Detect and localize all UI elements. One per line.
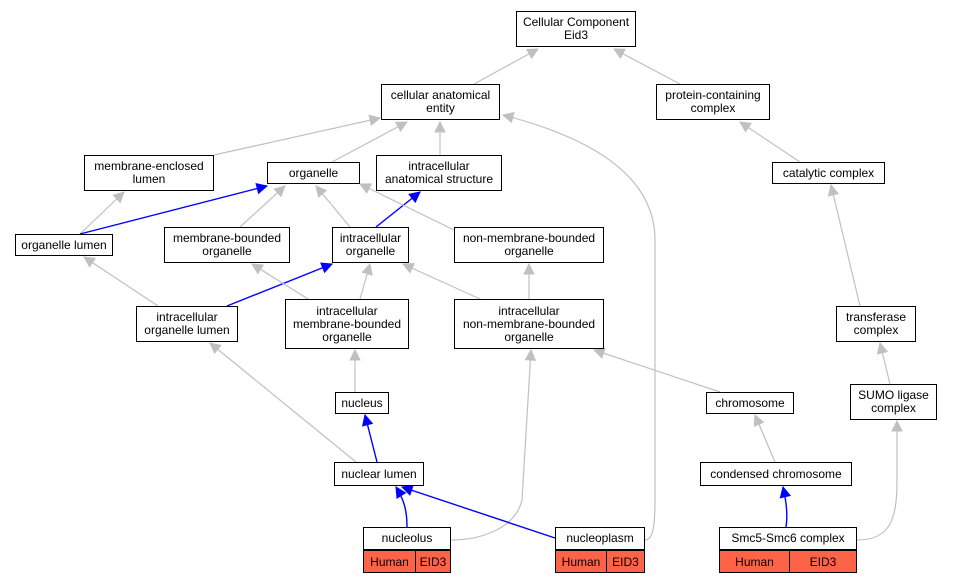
edge-intracellular-organelle-lumen-to-organelle-lumen xyxy=(83,256,159,307)
edge-chromosome-to-intracellular-non-membrane-bounded-organelle xyxy=(592,347,721,393)
edge-condensed-chromosome-to-chromosome xyxy=(753,413,776,463)
edge-organelle-to-cellular-anatomical-entity xyxy=(331,121,408,163)
edge-cellular-anatomical-entity-to-root xyxy=(473,48,539,85)
node-nucleus[interactable]: nucleus xyxy=(335,392,389,414)
node-catalytic-complex[interactable]: catalytic complex xyxy=(772,162,885,184)
edge-organelle-lumen-to-organelle xyxy=(79,182,269,235)
edge-nucleus-to-intracellular-membrane-bounded-organelle xyxy=(349,348,361,392)
node-intracellular-organelle[interactable]: intracellular organelle xyxy=(332,227,409,263)
node-intracellular-organelle-lumen[interactable]: intracellular organelle lumen xyxy=(136,306,238,342)
annotation-nucleoplasm[interactable]: Human EID3 xyxy=(555,550,645,573)
node-cellular-anatomical-entity[interactable]: cellular anatomical entity xyxy=(381,84,500,120)
node-membrane-bounded-organelle[interactable]: membrane-bounded organelle xyxy=(164,227,290,263)
edge-nucleoplasm-to-cellular-anatomical-entity xyxy=(501,111,656,541)
node-nucleolus[interactable]: nucleolus xyxy=(363,527,451,550)
edge-nuclear-lumen-to-intracellular-organelle-lumen xyxy=(209,342,357,463)
node-nuclear-lumen[interactable]: nuclear lumen xyxy=(334,462,424,486)
node-intracellular-anatomical-structure[interactable]: intracellular anatomical structure xyxy=(376,155,502,191)
edge-organelle-lumen-to-membrane-enclosed-lumen xyxy=(79,191,125,235)
edge-smc5-smc6-complex-to-condensed-chromosome xyxy=(779,485,792,528)
edge-intracellular-anatomical-structure-to-cellular-anatomical-entity xyxy=(434,120,446,155)
node-chromosome[interactable]: chromosome xyxy=(706,392,794,414)
edge-intracellular-non-membrane-bounded-organelle-to-non-membrane-bounded-organelle xyxy=(523,262,535,299)
edge-nucleolus-to-nuclear-lumen xyxy=(395,486,408,528)
edge-intracellular-membrane-bounded-organelle-to-intracellular-organelle xyxy=(359,262,373,300)
node-transferase-complex[interactable]: transferase complex xyxy=(836,306,916,342)
node-nucleoplasm[interactable]: nucleoplasm xyxy=(555,527,645,550)
node-sumo-ligase-complex[interactable]: SUMO ligase complex xyxy=(850,384,937,420)
edge-catalytic-complex-to-protein-containing-complex xyxy=(739,121,801,163)
node-intracellular-non-membrane-bounded-organelle[interactable]: intracellular non-membrane-bounded organ… xyxy=(454,299,604,349)
annotation-species: Human xyxy=(556,551,607,572)
node-cellular-component-eid3[interactable]: Cellular Component Eid3 xyxy=(516,11,636,47)
node-protein-containing-complex[interactable]: protein-containing complex xyxy=(656,84,770,120)
edge-intracellular-membrane-bounded-organelle-to-membrane-bounded-organelle xyxy=(251,263,309,300)
annotation-gene: EID3 xyxy=(809,554,837,569)
edge-transferase-complex-to-catalytic-complex xyxy=(827,183,861,307)
annotation-species: Human xyxy=(364,551,416,572)
annotation-smc5-smc6-complex[interactable]: Human EID3 xyxy=(719,550,857,573)
node-non-membrane-bounded-organelle[interactable]: non-membrane-bounded organelle xyxy=(454,227,604,263)
edge-smc5-smc6-complex-to-sumo-ligase-complex xyxy=(856,419,903,541)
node-condensed-chromosome[interactable]: condensed chromosome xyxy=(700,462,852,486)
annotation-gene: EID3 xyxy=(612,554,639,569)
edge-intracellular-non-membrane-bounded-organelle-to-intracellular-organelle xyxy=(401,263,481,300)
node-smc5-smc6-complex[interactable]: Smc5-Smc6 complex xyxy=(719,527,857,550)
node-organelle[interactable]: organelle xyxy=(267,162,360,184)
edge-sumo-ligase-complex-to-transferase-complex xyxy=(876,341,891,385)
edge-nucleolus-to-intracellular-non-membrane-bounded-organelle xyxy=(450,348,537,541)
edge-non-membrane-bounded-organelle-to-organelle xyxy=(358,183,455,231)
edge-intracellular-organelle-lumen-to-intracellular-organelle xyxy=(226,262,334,307)
node-membrane-enclosed-lumen[interactable]: membrane-enclosed lumen xyxy=(84,155,214,191)
edge-nuclear-lumen-to-nucleus xyxy=(361,413,378,463)
edge-membrane-enclosed-lumen-to-cellular-anatomical-entity xyxy=(213,114,382,156)
edge-intracellular-organelle-to-intracellular-anatomical-structure xyxy=(375,191,421,228)
node-intracellular-membrane-bounded-organelle[interactable]: intracellular membrane-bounded organelle xyxy=(285,299,409,349)
annotation-species: Human xyxy=(720,551,790,572)
edge-protein-containing-complex-to-root xyxy=(613,48,681,85)
edge-membrane-bounded-organelle-to-organelle xyxy=(239,185,286,228)
edge-intracellular-organelle-to-organelle xyxy=(315,185,351,228)
edge-nucleoplasm-to-nuclear-lumen xyxy=(400,484,556,539)
annotation-nucleolus[interactable]: Human EID3 xyxy=(363,550,451,573)
node-organelle-lumen[interactable]: organelle lumen xyxy=(15,234,113,256)
annotation-gene: EID3 xyxy=(419,554,447,569)
